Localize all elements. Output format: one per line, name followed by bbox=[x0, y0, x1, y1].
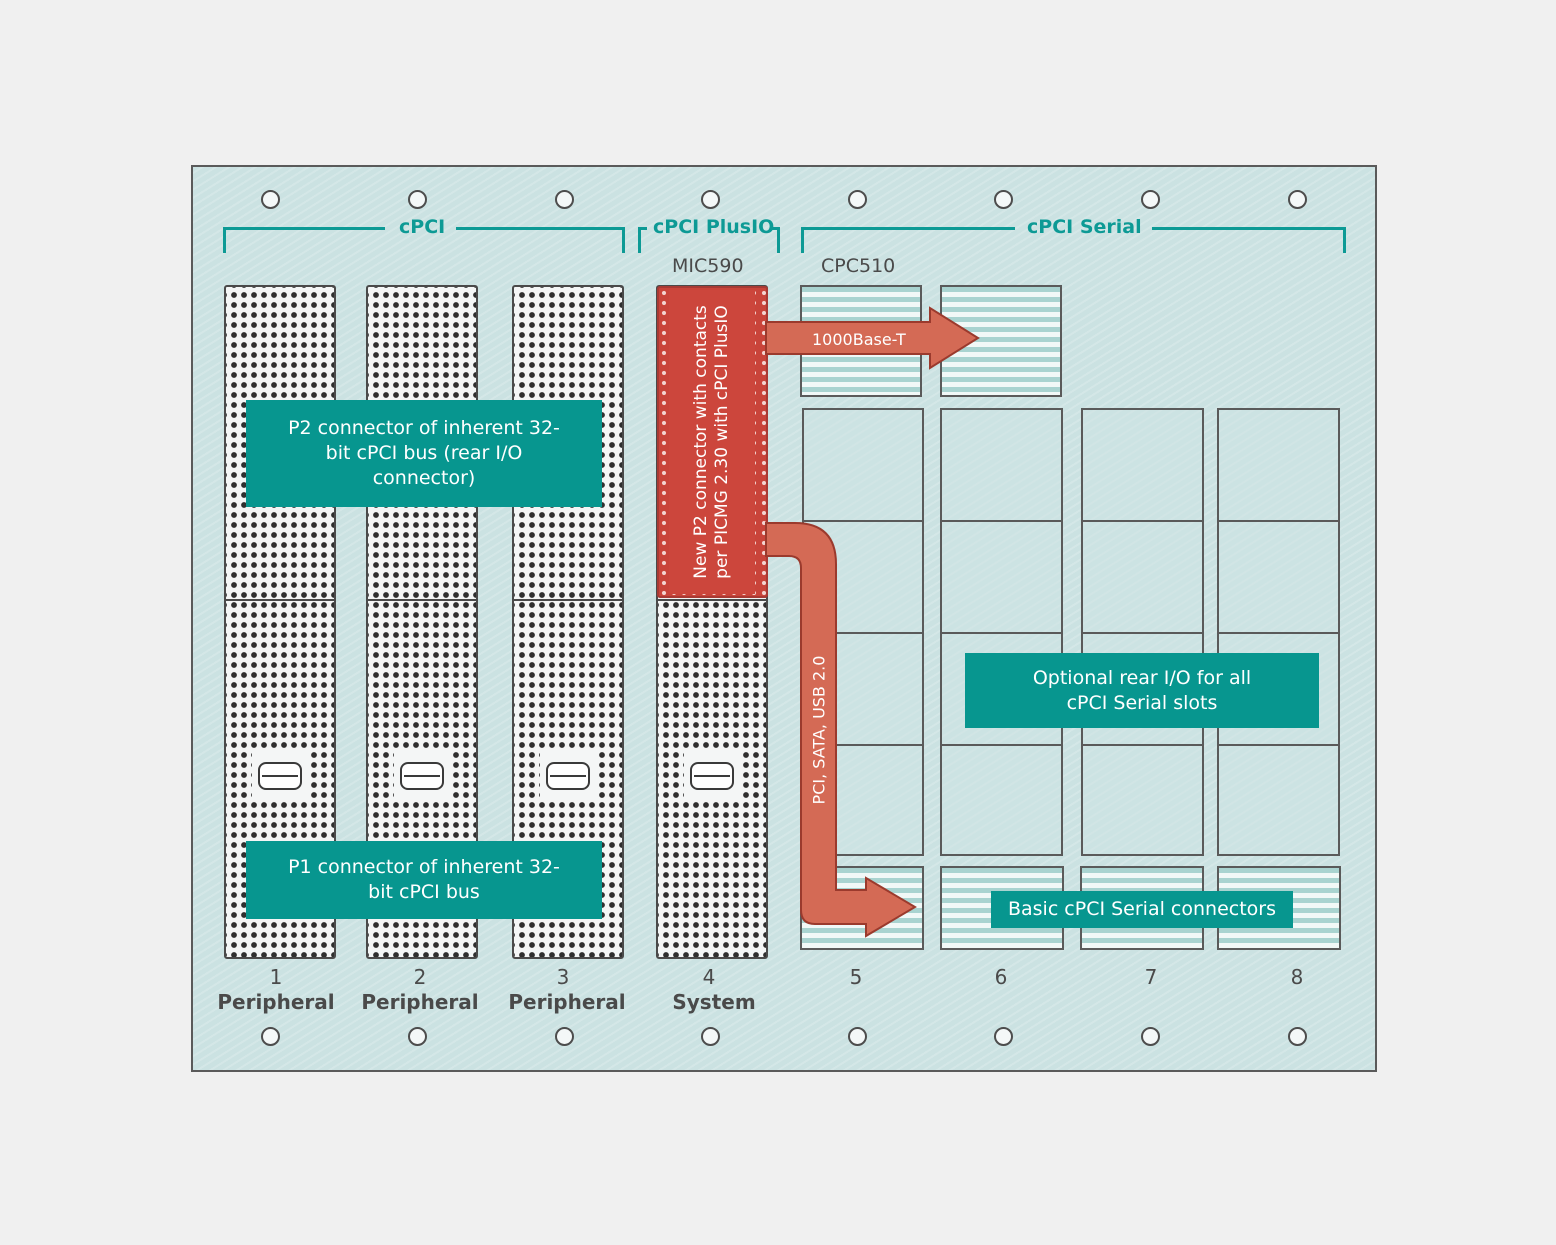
latch-icon bbox=[546, 762, 590, 790]
mounting-hole bbox=[261, 1027, 280, 1046]
rear-io-callout: Optional rear I/O for all cPCI Serial sl… bbox=[965, 653, 1319, 728]
slot-number-3: 3 bbox=[556, 965, 570, 989]
mounting-hole bbox=[261, 190, 280, 209]
plusio-group-label: cPCI PlusIO bbox=[653, 216, 775, 238]
cpc510-label: CPC510 bbox=[821, 255, 896, 277]
mounting-hole bbox=[408, 190, 427, 209]
p1-callout: P1 connector of inherent 32-bit cPCI bus bbox=[246, 841, 602, 919]
mounting-hole bbox=[1141, 190, 1160, 209]
slot-role-4: System bbox=[672, 990, 756, 1014]
latch-icon bbox=[400, 762, 444, 790]
slot-number-8: 8 bbox=[1290, 965, 1304, 989]
mounting-hole bbox=[1288, 190, 1307, 209]
serial-group-label: cPCI Serial bbox=[1027, 216, 1142, 238]
slot-number-2: 2 bbox=[413, 965, 427, 989]
mounting-hole bbox=[555, 1027, 574, 1046]
mounting-hole bbox=[994, 190, 1013, 209]
ethernet-label: 1000Base-T bbox=[812, 330, 906, 349]
mounting-hole bbox=[994, 1027, 1013, 1046]
slot-role-3: Peripheral bbox=[508, 990, 626, 1014]
cpci-group-label: cPCI bbox=[399, 216, 446, 238]
basic-connectors-callout: Basic cPCI Serial connectors bbox=[991, 891, 1293, 928]
slot-number-1: 1 bbox=[269, 965, 283, 989]
mounting-hole bbox=[848, 190, 867, 209]
mounting-hole bbox=[555, 190, 574, 209]
slot-number-6: 6 bbox=[994, 965, 1008, 989]
mic590-label: MIC590 bbox=[672, 255, 744, 277]
mounting-hole bbox=[701, 190, 720, 209]
mounting-hole bbox=[1141, 1027, 1160, 1046]
bus-label: PCI, SATA, USB 2.0 bbox=[809, 655, 829, 805]
slot-number-7: 7 bbox=[1144, 965, 1158, 989]
mounting-hole bbox=[1288, 1027, 1307, 1046]
latch-icon bbox=[690, 762, 734, 790]
mounting-hole bbox=[408, 1027, 427, 1046]
plusio-p2-connector-core bbox=[669, 290, 755, 594]
slot-role-1: Peripheral bbox=[217, 990, 335, 1014]
mounting-hole bbox=[848, 1027, 867, 1046]
latch-icon bbox=[258, 762, 302, 790]
slot-number-4: 4 bbox=[702, 965, 716, 989]
mounting-hole bbox=[701, 1027, 720, 1046]
p2-callout: P2 connector of inherent 32-bit cPCI bus… bbox=[246, 400, 602, 507]
slot-role-2: Peripheral bbox=[361, 990, 479, 1014]
slot-number-5: 5 bbox=[849, 965, 863, 989]
